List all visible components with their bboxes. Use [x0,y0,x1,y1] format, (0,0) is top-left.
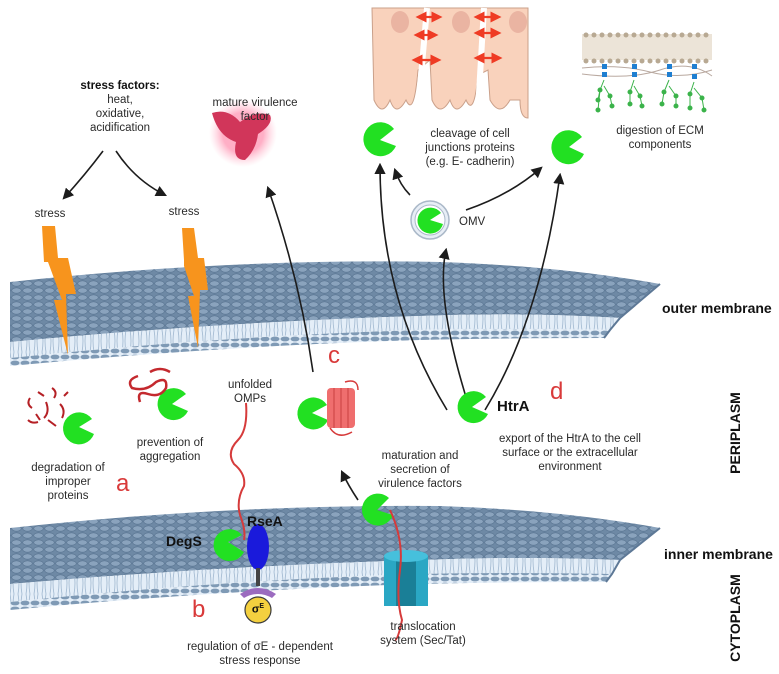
protease-icon [363,122,396,157]
translocation-label: system (Sec/Tat) [380,635,466,647]
degradation-label: proteins [47,490,89,502]
ecm-components [581,32,713,113]
maturation-label: virulence factors [378,478,462,490]
unfolded-omps-label: unfolded [227,379,273,391]
stress-label: stress [168,206,200,218]
protease-icon [361,493,393,526]
rsea-protein [247,524,269,570]
degradation-label: improper [45,476,91,488]
omv-vesicle [410,200,450,240]
mature-virulence-factor-label: mature virulence [212,97,298,109]
outer-membrane-label: outer membrane [662,300,772,316]
stress-factor-heat: heat, [107,94,133,106]
protease-icon [551,130,584,165]
aggregated-protein [128,367,171,403]
cytoplasm-label: CYTOPLASM [727,574,743,662]
protease-icon [63,412,94,445]
stress-factor-acidification: acidification [89,122,151,134]
export-label: export of the HtrA to the cell [499,433,641,445]
translocation-label: translocation [390,621,456,633]
panel-letter-c: c [328,342,340,369]
virulence-barrel-icon [327,380,359,436]
mature-virulence-factor-icon [209,99,277,167]
sigma-e-label: σE [251,603,265,616]
protease-icon [297,397,328,430]
anchor-domain [240,588,276,598]
maturation-label: secretion of [390,464,450,476]
mature-virulence-factor-label: factor [240,111,270,123]
stress-bolt-icon [42,226,76,355]
translocation-channel-icon [384,550,428,606]
stress-bolt-icon [182,228,208,348]
export-label: surface or the extracellular [502,447,638,459]
export-label: environment [538,461,602,473]
ecm-label: components [628,139,692,151]
cleavage-label: junctions proteins [425,142,515,154]
degs-label: DegS [166,533,202,549]
panel-letter-b: b [192,596,206,623]
maturation-label: maturation and [381,450,459,462]
prevention-label: aggregation [139,451,201,463]
inner-membrane-label: inner membrane [664,546,773,562]
omv-label: OMV [459,216,486,228]
panel-letter-d: d [550,378,564,405]
stress-label: stress [34,208,66,220]
periplasm-label: PERIPLASM [727,392,743,474]
stress-factors-title: stress factors: [80,80,160,92]
regulation-label: stress response [219,655,301,667]
unfolded-omps-label: OMPs [234,393,266,405]
protease-icon [157,388,188,421]
unfolded-omp-chain [229,402,248,541]
translocated-chain [389,509,404,641]
epithelial-cells [371,7,529,119]
panel-letter-a: a [116,470,130,497]
cleavage-label: cleavage of cell [430,128,510,140]
outer-membrane [10,261,661,366]
improper-protein-fragments [27,387,69,427]
degradation-label: degradation of [31,462,105,474]
regulation-label: regulation of σE - dependent [187,641,333,653]
cleavage-label: (e.g. E- cadherin) [425,156,515,168]
htra-protease-icon [457,391,488,424]
pathway-arrows [62,150,565,501]
prevention-label: prevention of [136,437,204,449]
sigma-e-factor [244,596,272,624]
rsea-anchor [256,568,260,586]
degs-protease-icon [213,529,244,562]
ecm-label: digestion of ECM [616,125,704,137]
inner-membrane [10,505,661,610]
rsea-label: RseA [247,513,283,529]
stress-factor-oxidative: oxidative, [95,108,145,120]
htra-label: HtrA [497,398,530,415]
